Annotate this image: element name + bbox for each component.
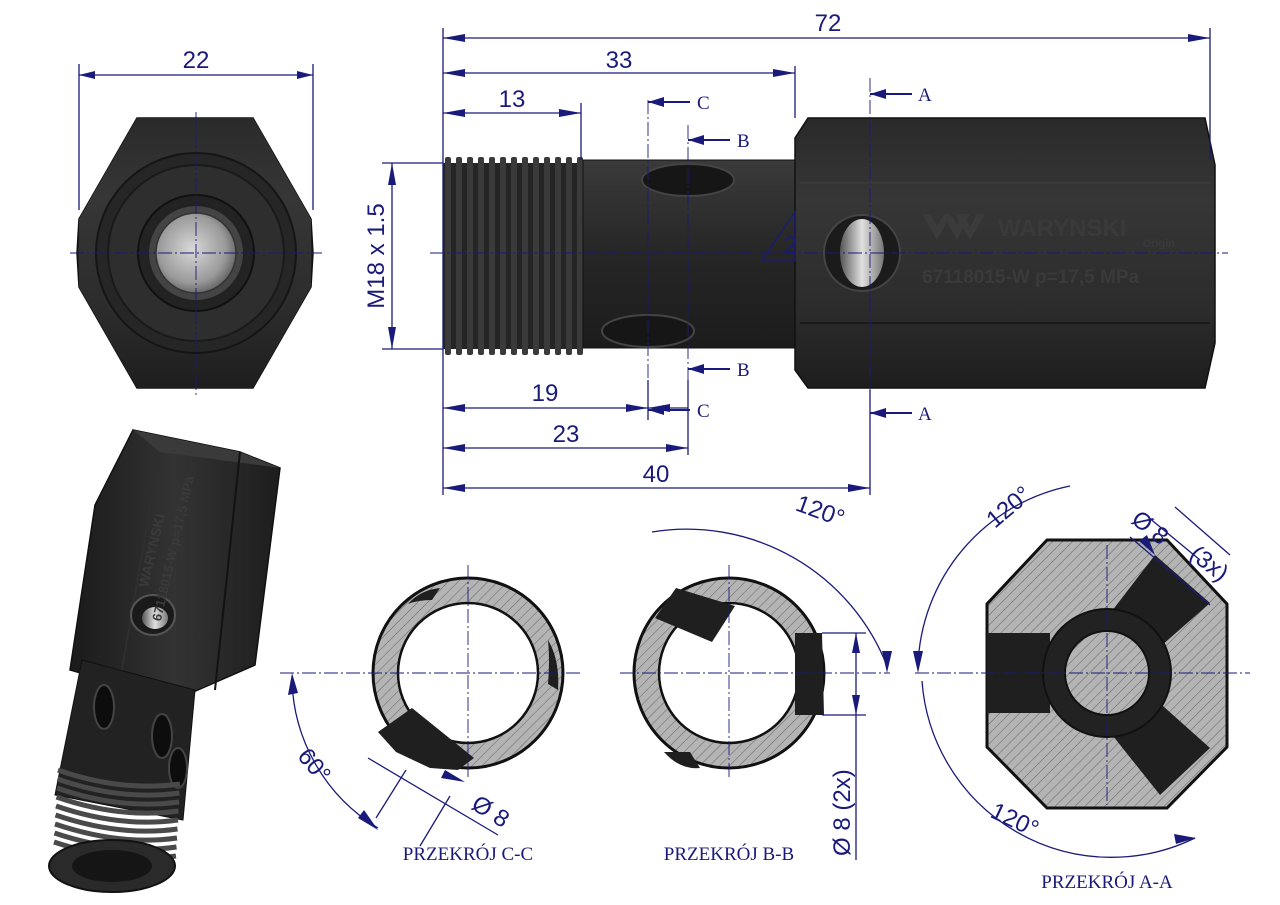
thread-tooth [511, 157, 517, 355]
bb-title: PRZEKRÓJ B-B [664, 843, 794, 865]
thread-teeth [445, 157, 583, 355]
dim-to-section-c: 19 [532, 380, 559, 407]
thread-tooth [566, 157, 572, 355]
cc-title: PRZEKRÓJ C-C [403, 843, 533, 865]
dim-overall-length: 72 [815, 10, 842, 37]
svg-text:B: B [737, 360, 750, 381]
thread-tooth [544, 157, 550, 355]
aa-title: PRZEKRÓJ A-A [1041, 871, 1173, 893]
svg-text:C: C [697, 93, 710, 114]
dim-to-hex-face: 33 [606, 47, 633, 74]
thread-tooth [478, 157, 484, 355]
iso-thread-ridge [55, 794, 179, 816]
thread-tooth [522, 157, 528, 355]
cc-angle: 60° [292, 743, 336, 788]
dim-to-section-a: 40 [643, 461, 670, 488]
part-marking: 67118015-W p=17,5 MPa [922, 267, 1139, 288]
aa-angle-bottom: 120° [986, 798, 1042, 843]
section-cc: 60° Ø 8 PRZEKRÓJ C-C [280, 565, 580, 865]
svg-text:B: B [737, 131, 750, 152]
thread-tooth [500, 157, 506, 355]
section-marker-b: B B [688, 131, 750, 381]
bb-angle: 120° [792, 490, 848, 532]
iso-thread-ridge [54, 821, 178, 843]
thread-tooth [467, 157, 473, 355]
thread-tooth [555, 157, 561, 355]
thread-tooth [577, 157, 583, 355]
dim-to-section-b: 23 [553, 421, 580, 448]
iso-thread-ridge [54, 812, 178, 834]
cc-hole-diameter: Ø 8 [467, 790, 514, 833]
dim-thread-size: M18 x 1.5 [363, 203, 390, 308]
brand-logo: WARYNSKI Origin [922, 214, 1175, 250]
dim-hex-width: 22 [183, 47, 210, 74]
thread-tooth [456, 157, 462, 355]
iso-thread-ridge [56, 785, 180, 807]
roughness-symbol: 2 [784, 232, 797, 259]
iso-thread-ridge [56, 776, 180, 798]
thread-tooth [489, 157, 495, 355]
side-view: WARYNSKI Origin 67118015-W p=17,5 MPa 2 … [363, 10, 1228, 495]
section-marker-c: C C [648, 93, 710, 422]
dim-thread-length: 13 [499, 86, 526, 113]
end-view: 22 [70, 47, 322, 395]
thread-tooth [445, 157, 451, 355]
brand-logo-text: WARYNSKI [998, 215, 1126, 242]
section-aa: 120° 120° Ø 8 (3x) PRZEKRÓJ A-A [913, 481, 1250, 893]
aa-angle-top: 120° [981, 481, 1036, 534]
iso-thread-ridge [57, 767, 181, 789]
section-bb: 120° Ø 8 (2x) PRZEKRÓJ B-B [620, 490, 892, 865]
svg-text:A: A [918, 404, 932, 425]
brand-logo-sub: Origin [1143, 238, 1176, 250]
iso-thread-ridge [55, 803, 179, 825]
svg-text:A: A [918, 85, 932, 106]
isometric-view: WARYNSKI 67118015-W p=17,5 MPa [48, 429, 281, 893]
bb-hole-diameter: Ø 8 (2x) [829, 769, 856, 856]
thread-tooth [533, 157, 539, 355]
section-marker-a: A A [870, 85, 932, 425]
svg-text:C: C [697, 401, 710, 422]
